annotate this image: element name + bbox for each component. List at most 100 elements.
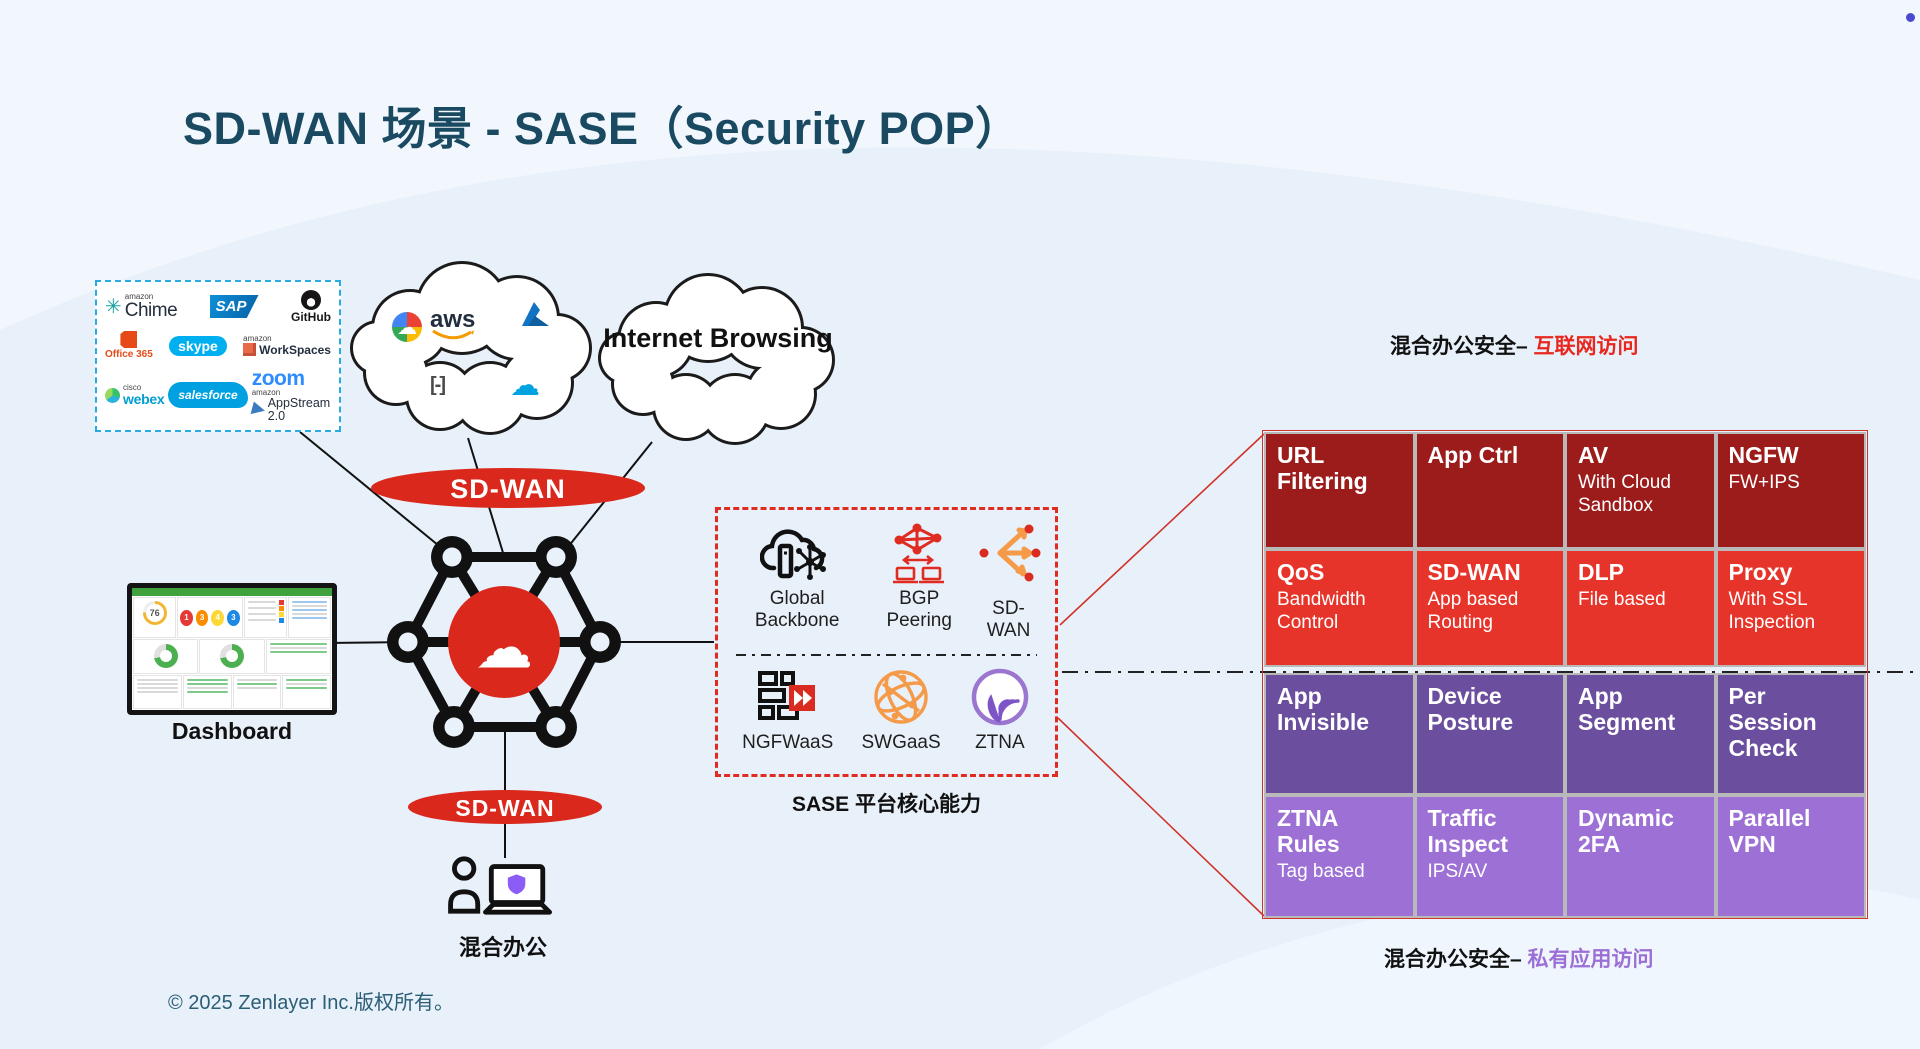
sase-divider	[736, 654, 1037, 656]
tencent-cloud-icon: ☁	[510, 369, 540, 402]
github-octocat-icon	[300, 290, 321, 310]
alert-counts-panel: 1 3 4 3	[177, 597, 243, 639]
internet-cloud: Internet Browsing	[598, 268, 838, 446]
table-cell: QoS Bandwidth Control	[1264, 549, 1415, 667]
table-cell: SD-WAN App based Routing	[1414, 549, 1565, 667]
sdwan-hexagon-network: ☁	[387, 536, 621, 748]
office365-label: Office 365	[105, 349, 153, 360]
aws-label: aws	[430, 306, 476, 333]
cell-sub: IPS/AV	[1427, 860, 1488, 882]
cloud-shape	[350, 261, 592, 435]
hybrid-office-label: 混合办公	[458, 935, 547, 960]
zoom-appstream-group: zoom amazon AppStream 2.0	[250, 368, 331, 423]
table-cell: URL Filtering	[1264, 432, 1415, 549]
sase-item-sdwan: SD-WAN	[972, 522, 1045, 642]
cell-title: Traffic Inspect	[1427, 805, 1509, 857]
cell-title: App Segment	[1578, 683, 1676, 735]
appstream-brand: amazon	[251, 388, 281, 397]
caption-internet-access: 混合办公安全– 互联网访问	[1390, 330, 1639, 360]
cell-title: AV	[1578, 442, 1609, 468]
sase-capability-box: Global Backbone	[715, 507, 1058, 777]
sase-label: NGFWaaS	[742, 732, 834, 753]
appstream-label: AppStream 2.0	[267, 396, 331, 423]
dashboard-topbar	[132, 588, 332, 596]
cell-sub: Tag based	[1277, 860, 1365, 882]
cell-title: URL Filtering	[1277, 442, 1368, 494]
sase-item-ztna: ZTNA	[969, 668, 1031, 754]
amazon-workspaces-logo: amazon WorkSpaces	[243, 335, 331, 356]
caption-highlight: 互联网访问	[1533, 335, 1639, 358]
cell-title: QoS	[1277, 559, 1325, 585]
cell-sub: FW+IPS	[1728, 471, 1800, 493]
table-cell: DLP File based	[1565, 549, 1716, 667]
table-cell: App Invisible	[1264, 673, 1415, 795]
caption-prefix: 混合办公安全–	[1390, 335, 1528, 358]
cell-title: Per Session Check	[1728, 683, 1817, 761]
webex-logo: cisco webex	[105, 383, 165, 407]
cell-title: Dynamic 2FA	[1578, 805, 1674, 857]
webex-brand: cisco	[123, 383, 142, 392]
table-cell: Per Session Check	[1715, 673, 1866, 795]
sase-item-ngfwaas: NGFWaaS	[742, 668, 833, 754]
webex-label: webex	[123, 391, 165, 407]
sdwan-ellipse-top: SD-WAN	[371, 468, 645, 508]
sdwan-branch-icon	[979, 524, 1041, 582]
table-cell: ZTNA Rules Tag based	[1264, 795, 1415, 918]
table-cell: App Ctrl	[1414, 432, 1565, 549]
gauge-value: 76	[149, 608, 160, 618]
sase-item-bgp-peering: BGP Peering	[866, 522, 972, 642]
page-title: SD-WAN 场景 - SASE（Security POP）	[183, 103, 1021, 154]
webex-ball-icon	[105, 387, 120, 403]
sase-item-global-backbone: Global Backbone	[728, 522, 866, 642]
ztna-icon	[971, 668, 1029, 726]
aws-logo: aws	[430, 306, 476, 341]
caption-private-access: 混合办公安全– 私有应用访问	[1384, 943, 1654, 973]
sase-label: BGP Peering	[886, 588, 952, 631]
sase-label: SD-WAN	[986, 598, 1031, 641]
sase-label: Global Backbone	[754, 588, 840, 631]
sap-logo: SAP	[209, 295, 259, 318]
bgp-peering-icon	[893, 523, 945, 584]
hybrid-office-user	[443, 853, 561, 924]
cell-title: App Ctrl	[1427, 442, 1519, 468]
table-cell: App Segment	[1565, 673, 1716, 795]
azure-icon	[518, 300, 552, 328]
list-panel-1	[133, 674, 182, 709]
table-cell: Device Posture	[1414, 673, 1565, 795]
sdwan-ellipse-bottom-label: SD-WAN	[455, 795, 554, 821]
security-tables-frame: URL Filtering App Ctrl AV With Cloud San…	[1262, 430, 1868, 919]
sase-caption: SASE 平台核心能力	[791, 793, 982, 816]
cell-title: ZTNA Rules	[1277, 805, 1340, 857]
table-cell: NGFW FW+IPS	[1715, 432, 1866, 549]
cell-title: DLP	[1578, 559, 1624, 585]
appstream-icon	[250, 401, 267, 418]
github-logo: GitHub	[291, 290, 331, 323]
table-cell: Parallel VPN	[1715, 795, 1866, 918]
shield-icon	[507, 874, 526, 895]
corner-dot	[1906, 13, 1915, 22]
alibaba-cloud-icon: [-]	[430, 374, 446, 396]
cloud-core-icon	[448, 586, 560, 698]
google-cloud-icon: ☁	[392, 312, 422, 342]
sdwan-ellipse-top-label: SD-WAN	[450, 474, 566, 504]
list-panel-4	[282, 674, 331, 709]
dashboard-label: Dashboard	[171, 718, 293, 744]
table-cell: Dynamic 2FA	[1565, 795, 1716, 918]
caption-highlight: 私有应用访问	[1527, 948, 1654, 971]
callout-lines	[1057, 433, 1265, 917]
cell-title: Parallel VPN	[1728, 805, 1811, 857]
office365-logo: Office 365	[105, 331, 153, 360]
caption-prefix: 混合办公安全–	[1384, 948, 1522, 971]
cell-sub: With SSL Inspection	[1728, 588, 1816, 633]
cell-sub: App based Routing	[1427, 588, 1519, 633]
ngfwaas-icon	[757, 671, 815, 720]
count-major: 3	[195, 609, 209, 626]
workspaces-icon	[243, 343, 257, 356]
cell-title: App Invisible	[1277, 683, 1370, 735]
table-cell: Proxy With SSL Inspection	[1715, 549, 1866, 667]
chime-flower-icon: ✳	[105, 295, 122, 318]
aws-smile-icon	[431, 329, 474, 340]
